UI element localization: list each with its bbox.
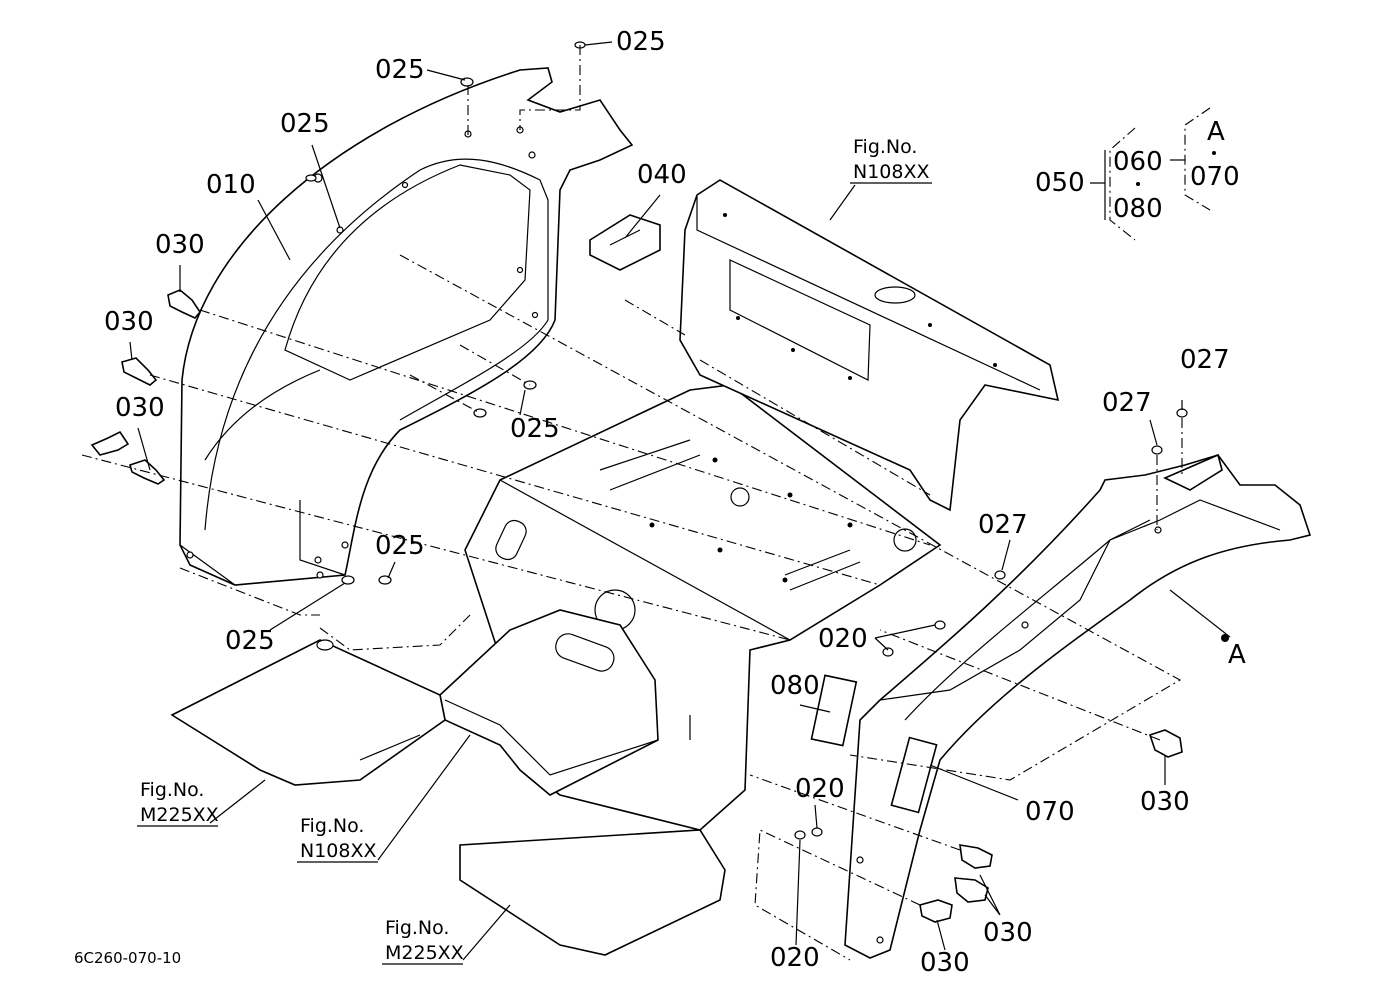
fig-ref-code: M225XX — [140, 804, 219, 826]
callout-025-bottom: 025 — [225, 626, 275, 656]
assembly-lines — [81, 45, 1183, 961]
bolts-right — [919, 729, 1183, 923]
pad-040 — [589, 214, 661, 271]
marker-a-group: A — [1207, 117, 1225, 147]
callout-025-top-right: 025 — [616, 27, 666, 57]
callout-070: 070 — [1025, 797, 1075, 827]
callout-030-right-3: 030 — [920, 948, 970, 978]
leader-lines — [129, 41, 1231, 961]
marker-a: A — [1228, 640, 1246, 670]
fig-ref-n108-bottom: Fig.No. N108XX — [297, 815, 378, 863]
fig-ref-code: N108XX — [300, 840, 377, 862]
callout-080-group: 080 — [1113, 194, 1163, 224]
callout-027-low: 027 — [978, 510, 1028, 540]
callout-025-center: 025 — [510, 414, 560, 444]
bolts-left — [90, 289, 201, 485]
callout-070-group: 070 — [1190, 162, 1240, 192]
callout-020-mid: 020 — [795, 774, 845, 804]
fig-ref-title: Fig.No. — [300, 815, 364, 837]
callout-060: 060 — [1113, 147, 1163, 177]
fig-ref-code: M225XX — [385, 942, 464, 964]
left-fender — [179, 67, 634, 586]
callout-050: 050 — [1035, 168, 1085, 198]
callout-030-left-2: 030 — [104, 307, 154, 337]
fig-ref-n108-top: Fig.No. N108XX — [850, 136, 932, 184]
callout-025-top-left: 025 — [375, 55, 425, 85]
callout-027-top: 027 — [1180, 345, 1230, 375]
fig-ref-title: Fig.No. — [140, 779, 204, 801]
fig-ref-m225-left: Fig.No. M225XX — [137, 779, 219, 827]
rear-panel — [679, 179, 1060, 512]
callout-080: 080 — [770, 671, 820, 701]
floor-mat-left — [170, 639, 446, 786]
callout-030-right-1: 030 — [1140, 787, 1190, 817]
callout-040: 040 — [637, 160, 687, 190]
callout-027-mid: 027 — [1102, 388, 1152, 418]
callout-025-upper: 025 — [280, 109, 330, 139]
floor-mat-bottom — [459, 829, 726, 956]
callout-030-right-2: 030 — [983, 918, 1033, 948]
callout-010: 010 — [206, 170, 256, 200]
fig-ref-title: Fig.No. — [853, 136, 917, 158]
decal-080 — [810, 674, 858, 747]
marker-a-point — [1221, 634, 1229, 642]
callout-030-left-3: 030 — [115, 393, 165, 423]
callout-020-upper: 020 — [818, 624, 868, 654]
center-cover — [439, 609, 659, 796]
right-fender — [844, 453, 1312, 959]
drawing-code: 6C260-070-10 — [74, 949, 181, 967]
fig-ref-title: Fig.No. — [385, 917, 449, 939]
callout-020-bottom: 020 — [770, 943, 820, 973]
fig-ref-code: N108XX — [853, 161, 930, 183]
callout-025-lower: 025 — [375, 531, 425, 561]
callout-030-left-1: 030 — [155, 230, 205, 260]
callout-bracket-050 — [1109, 107, 1216, 241]
fig-ref-m225-bottom: Fig.No. M225XX — [382, 917, 464, 965]
